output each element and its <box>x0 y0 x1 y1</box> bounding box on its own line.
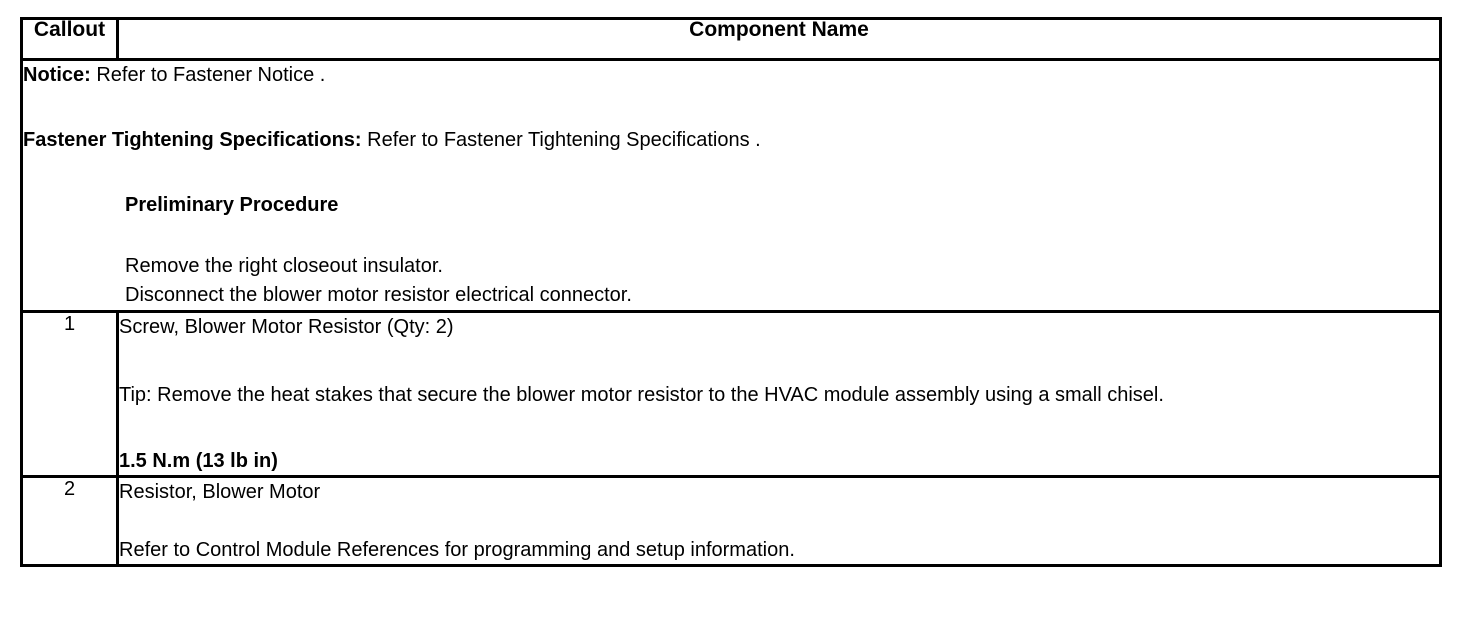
torque-specification-1: 1.5 N.m (13 lb in) <box>119 450 278 472</box>
header-row: Callout Component Name <box>20 17 1442 61</box>
preliminary-heading-spacer <box>23 220 1439 252</box>
table-body: Notice: Refer to Fastener Notice . Faste… <box>20 58 1442 567</box>
notice-row: Notice: Refer to Fastener Notice . Faste… <box>20 58 1442 313</box>
table-row: 1 Screw, Blower Motor Resistor (Qty: 2) … <box>20 310 1442 478</box>
column-header-component-name: Component Name <box>116 17 1442 61</box>
component-note-2: Refer to Control Module References for p… <box>119 539 795 561</box>
row1-spacer-a <box>119 341 1439 381</box>
preliminary-step-2: Disconnect the blower motor resistor ele… <box>125 284 632 306</box>
tip-text: Remove the heat stakes that secure the b… <box>151 384 1164 406</box>
notice-label: Notice: <box>23 64 91 86</box>
fastener-spec-text: Refer to Fastener Tightening Specificati… <box>361 129 761 151</box>
table-header: Callout Component Name <box>20 17 1442 61</box>
preliminary-procedure-heading: Preliminary Procedure <box>125 194 339 216</box>
callout-number-1: 1 <box>20 310 119 478</box>
preliminary-step-1: Remove the right closeout insulator. <box>125 255 443 277</box>
component-cell-2: Resistor, Blower Motor Refer to Control … <box>116 475 1442 567</box>
notice-paragraph: Notice: Refer to Fastener Notice . <box>23 61 1439 90</box>
component-tip-1: Tip: Remove the heat stakes that secure … <box>119 381 1439 409</box>
fastener-spec-paragraph: Fastener Tightening Specifications: Refe… <box>23 126 1439 155</box>
table-row: 2 Resistor, Blower Motor Refer to Contro… <box>20 475 1442 567</box>
component-cell-1: Screw, Blower Motor Resistor (Qty: 2) Ti… <box>116 310 1442 478</box>
column-header-callout: Callout <box>20 17 119 61</box>
notice-text: Refer to Fastener Notice . <box>90 64 326 86</box>
callout-number-2: 2 <box>20 475 119 567</box>
component-title-2: Resistor, Blower Motor <box>119 481 321 503</box>
notice-spacer <box>23 90 1439 126</box>
row1-spacer-b <box>119 409 1439 447</box>
fastener-spec-spacer <box>23 155 1439 191</box>
row2-spacer <box>119 506 1439 536</box>
fastener-spec-label: Fastener Tightening Specifications: <box>23 129 362 151</box>
notice-cell: Notice: Refer to Fastener Notice . Faste… <box>20 58 1442 313</box>
component-callout-table: Callout Component Name Notice: Refer to … <box>20 17 1442 567</box>
component-title-1: Screw, Blower Motor Resistor (Qty: 2) <box>119 316 454 338</box>
tip-label: Tip: <box>119 384 152 406</box>
